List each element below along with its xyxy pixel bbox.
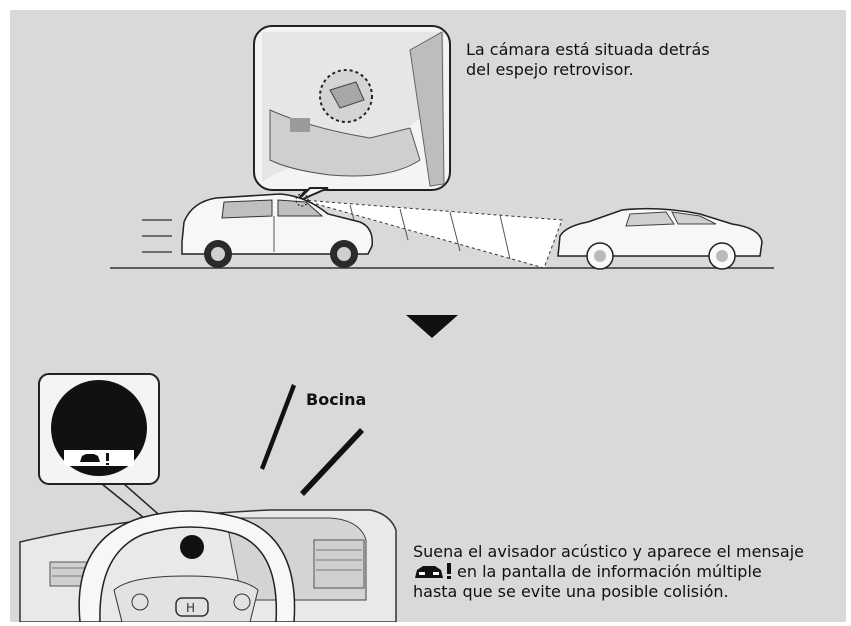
camera-location-caption: La cámara está situada detrás del espejo… (466, 40, 710, 80)
warning-caption-line-2: en la pantalla de información múltiple (457, 562, 762, 581)
display-location-marker (180, 535, 204, 559)
camera-location-marker (295, 193, 309, 207)
svg-text:H: H (186, 601, 195, 615)
suv-car (181, 193, 373, 268)
warning-caption-line-3: hasta que se evite una posible colisión. (413, 582, 729, 601)
warning-caption: Suena el avisador acústico y aparece el … (413, 542, 804, 602)
camera-caption-line-1: La cámara está situada detrás (466, 40, 710, 59)
horn-label: Bocina (306, 390, 367, 409)
down-arrow-icon (406, 315, 458, 338)
illustration-frame: H La cámara está situada detrás del espe… (10, 10, 846, 622)
road-scene (110, 193, 774, 270)
illustration-canvas: H (19, 25, 774, 622)
warning-caption-line-2-wrapper: en la pantalla de información múltiple (413, 562, 804, 582)
honda-logo-icon (175, 597, 209, 617)
camera-callout (253, 25, 451, 203)
steering-wheel: H (78, 510, 296, 622)
car-collision-warning-icon (80, 453, 109, 465)
dashboard: H (19, 509, 397, 622)
sedan-car (557, 207, 763, 270)
car-collision-warning-inline-icon (415, 563, 451, 579)
warning-caption-line-1: Suena el avisador acústico y aparece el … (413, 542, 804, 561)
horn-sound-lines (260, 384, 364, 496)
camera-caption-line-2: del espejo retrovisor. (466, 60, 634, 79)
